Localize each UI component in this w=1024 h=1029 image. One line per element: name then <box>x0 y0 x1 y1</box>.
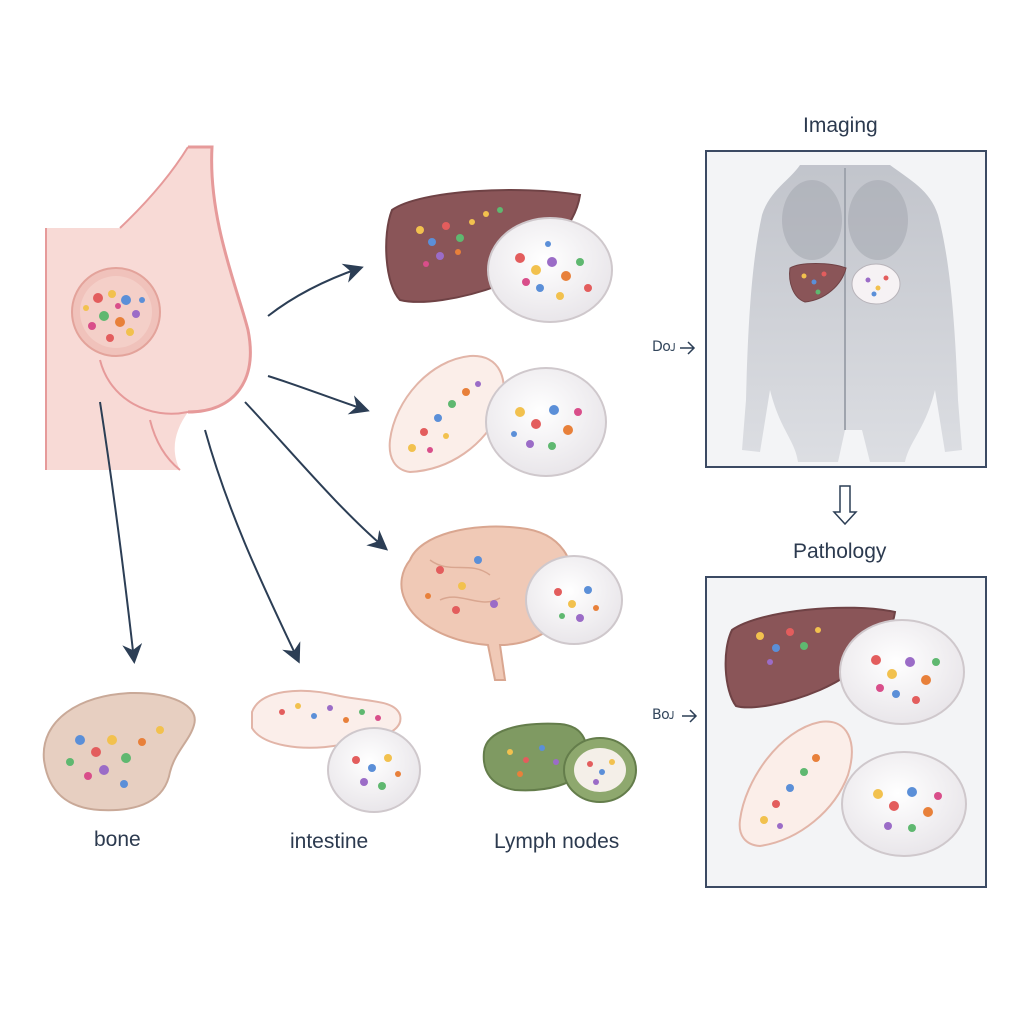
title-imaging: Imaging <box>803 114 878 137</box>
imaging-panel <box>705 150 987 468</box>
lung-metastasis <box>388 354 607 477</box>
liver-metastasis <box>385 189 613 323</box>
title-pathology: Pathology <box>793 540 887 563</box>
intestine-metastasis <box>251 689 421 813</box>
primary-tumor <box>71 267 161 357</box>
label-lymph-nodes: Lymph nodes <box>494 830 620 853</box>
arrow-to-liver <box>267 263 364 317</box>
ct-body-silhouette <box>742 165 962 462</box>
label-intestine: intestine <box>290 830 369 853</box>
tag-arrow-imaging <box>680 341 696 355</box>
lymph-node-metastasis <box>482 722 637 803</box>
arrow-to-bone <box>99 401 143 664</box>
arrow-to-brain <box>244 401 389 551</box>
tag-arrow-pathology <box>682 709 698 723</box>
arrow-to-intestine <box>204 429 301 664</box>
pathology-panel <box>705 576 987 888</box>
spread-arrows <box>99 263 389 664</box>
tag-imaging: Dᴏᴊ <box>652 339 676 355</box>
breast-illustration <box>45 145 252 471</box>
brain-metastasis <box>400 525 623 681</box>
down-arrow <box>832 485 858 526</box>
bone-metastasis <box>42 691 196 812</box>
label-bone: bone <box>94 828 141 851</box>
arrow-to-lung <box>267 375 370 415</box>
tag-pathology: Bᴏᴊ <box>652 707 675 723</box>
